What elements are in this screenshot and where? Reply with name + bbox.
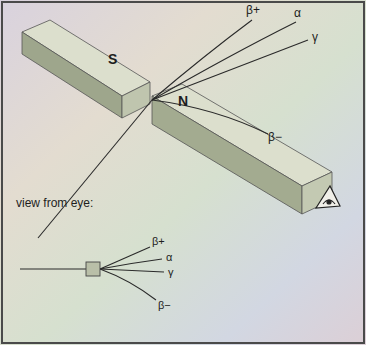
beam-label: β+	[152, 234, 165, 248]
beam-label: γ	[312, 30, 318, 44]
beam-label: β−	[268, 130, 282, 144]
s-magnet	[22, 20, 150, 118]
beam-label: γ	[168, 265, 174, 279]
magnet-end-view	[86, 262, 100, 276]
beam-label: α	[166, 250, 172, 264]
view-caption: view from eye:	[16, 196, 93, 210]
top-view-beams	[20, 247, 164, 300]
pole-label: N	[178, 94, 188, 108]
frame	[2, 2, 364, 343]
beam-label: β+	[246, 3, 260, 17]
eye-symbol	[316, 186, 340, 208]
beam-label: α	[294, 6, 301, 20]
beam-label: β−	[158, 298, 171, 312]
n-magnet	[152, 84, 332, 214]
pole-label: S	[108, 52, 117, 66]
